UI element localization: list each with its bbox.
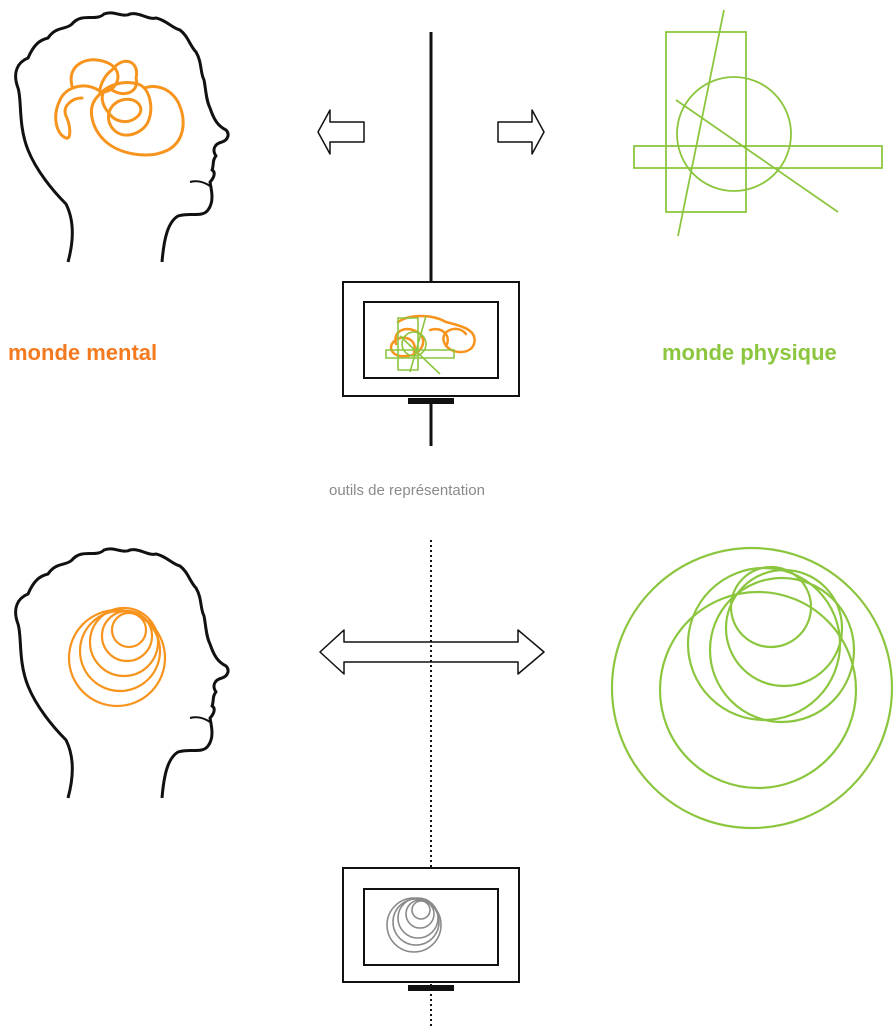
mental-scribble-top [54, 58, 185, 157]
right-arrow-icon [497, 109, 545, 155]
mouth-line [189, 716, 211, 723]
mental-circles-bottom [67, 606, 167, 708]
monitor-icon [342, 281, 520, 404]
screen-circles-bottom [386, 897, 442, 953]
label-monde-physique: monde physique [662, 340, 837, 365]
physical-drawing-top [633, 9, 883, 237]
screen-scribble-top [385, 314, 476, 375]
mouth-line [189, 180, 211, 187]
monitor-icon [342, 867, 520, 991]
label-monde-mental: monde mental [8, 340, 158, 365]
head-profile-icon [14, 547, 230, 800]
left-arrow-icon [317, 109, 365, 155]
head-mental-top [14, 11, 230, 264]
head-mental-bottom [14, 547, 230, 800]
head-profile-icon [14, 11, 230, 264]
label-outils-representation: outils de représentation [329, 482, 485, 499]
physical-circles-bottom [610, 546, 894, 830]
